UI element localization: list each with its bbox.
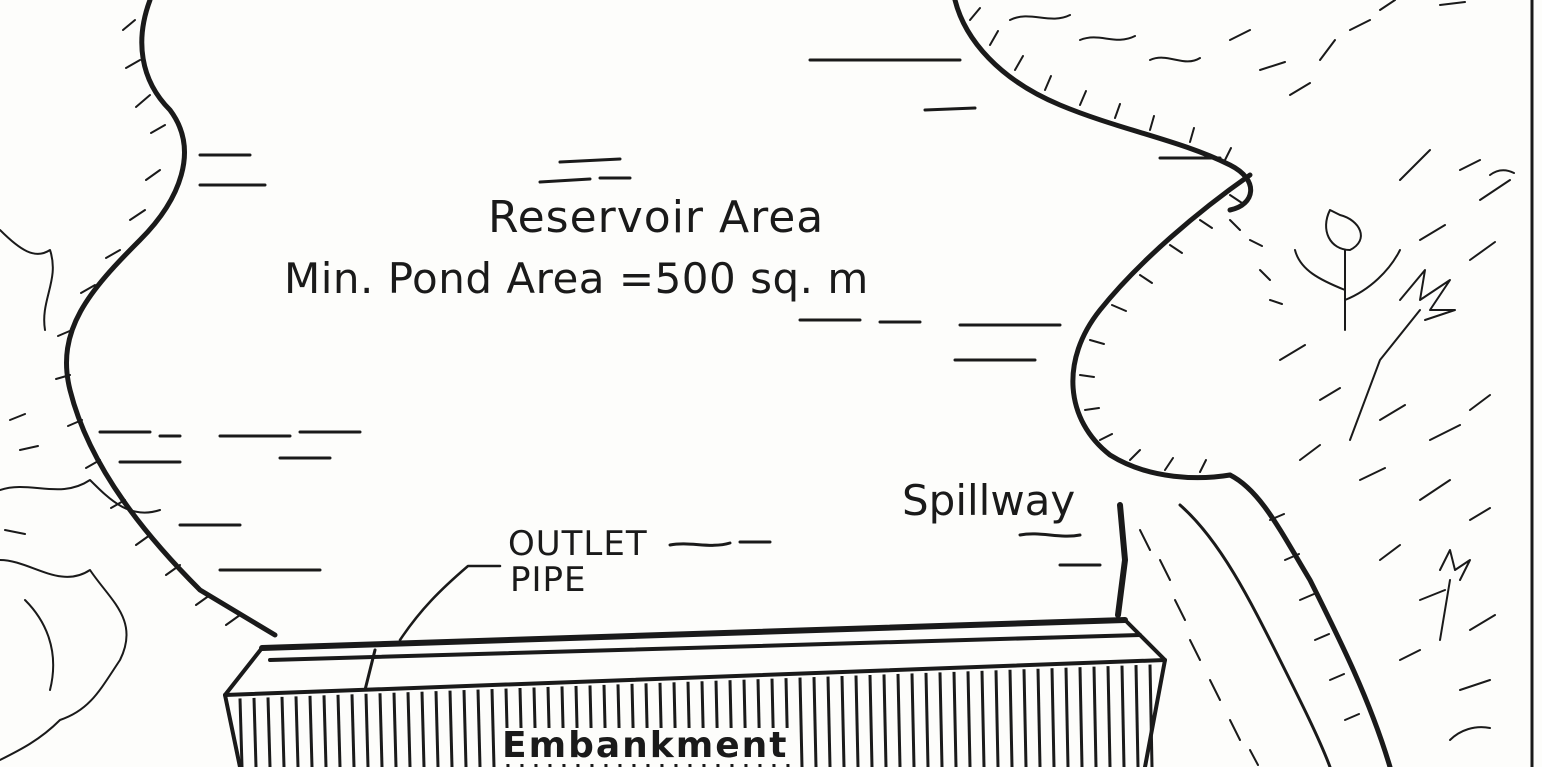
slope-hatch-line xyxy=(406,692,412,767)
slope-hatch-line xyxy=(280,696,286,767)
slope-hatch-line xyxy=(252,697,258,767)
slope-hatch-line xyxy=(308,695,314,767)
slope-hatch-line xyxy=(322,695,328,767)
slope-hatch-line xyxy=(350,694,356,767)
embankment-crest-outer xyxy=(259,617,1128,651)
slope-hatch-line xyxy=(1106,666,1112,767)
min-pond-area-label: Min. Pond Area =500 sq. m xyxy=(284,254,869,303)
slope-hatch-line xyxy=(420,691,426,767)
right-lower-hatching xyxy=(1079,194,1243,473)
slope-hatch-line xyxy=(462,690,468,767)
slope-hatch-line xyxy=(868,674,874,767)
slope-hatch-line xyxy=(1064,667,1070,767)
outlet-pipe-label-line1: OUTLET xyxy=(508,524,648,564)
slope-hatch-line xyxy=(910,673,916,767)
spillway-channel-left xyxy=(1115,502,1128,618)
outlet-pipe-label-line2: PIPE xyxy=(510,560,587,600)
slope-hatch-line xyxy=(980,670,986,767)
slope-hatch-line xyxy=(882,674,888,767)
left-terrain xyxy=(0,229,161,761)
slope-hatch-line xyxy=(1120,665,1126,767)
outlet-pipe-leader xyxy=(398,564,502,642)
slope-hatch-line xyxy=(896,673,902,767)
right-upper-hatching xyxy=(969,0,1466,161)
spillway-channel-right xyxy=(1227,472,1393,767)
spillway-channel-inner xyxy=(1178,503,1332,767)
terrain-dashes xyxy=(1279,149,1515,741)
slope-hatch-line xyxy=(966,671,972,767)
slope-hatch-line xyxy=(378,693,384,767)
slope-hatch-line xyxy=(1008,669,1014,767)
right-lower-shoreline xyxy=(1070,172,1253,481)
left-shore-hatching xyxy=(55,19,241,626)
slope-hatch-line xyxy=(392,692,398,767)
slope-hatch-line xyxy=(826,676,832,767)
slope-hatch-line xyxy=(952,671,958,767)
slope-hatch-line xyxy=(1134,665,1140,767)
embankment-crest-inner xyxy=(268,633,1142,662)
spillway-hatching xyxy=(1139,513,1360,766)
slope-hatch-line xyxy=(938,672,944,767)
slope-hatch-line xyxy=(1148,664,1154,767)
slope-hatch-line xyxy=(1078,667,1084,767)
slope-hatch-line xyxy=(238,698,244,767)
slope-hatch-line xyxy=(364,693,370,767)
slope-hatch-line xyxy=(490,689,496,767)
left-shoreline xyxy=(64,0,278,638)
embankment-left-end xyxy=(223,646,264,767)
spillway-label: Spillway xyxy=(902,476,1076,525)
slope-hatch-line xyxy=(798,677,804,767)
embankment-label: Embankment xyxy=(498,728,793,764)
slope-hatch-line xyxy=(434,691,440,767)
slope-hatch-line xyxy=(994,670,1000,767)
slope-hatch-line xyxy=(812,677,818,767)
slope-hatch-line xyxy=(1050,668,1056,767)
embankment-crest-downstream xyxy=(223,658,1167,697)
water-ripples xyxy=(98,58,1222,572)
slope-hatch-line xyxy=(1092,666,1098,767)
slope-hatch-line xyxy=(336,694,342,767)
slope-hatch-line xyxy=(1036,668,1042,767)
reservoir-area-label: Reservoir Area xyxy=(488,192,825,243)
slope-hatch-line xyxy=(294,696,300,767)
slope-hatch-line xyxy=(448,690,454,767)
outlet-pipe-body xyxy=(363,648,377,692)
slope-hatch-line xyxy=(854,675,860,767)
slope-hatch-line xyxy=(924,672,930,767)
slope-hatch-line xyxy=(266,697,272,767)
vegetation xyxy=(1229,209,1471,641)
slope-hatch-line xyxy=(840,675,846,767)
slope-hatch-line xyxy=(476,689,482,767)
slope-hatch-line xyxy=(1022,669,1028,767)
embankment-right-end xyxy=(1123,618,1167,767)
right-upper-shoreline xyxy=(952,0,1254,213)
